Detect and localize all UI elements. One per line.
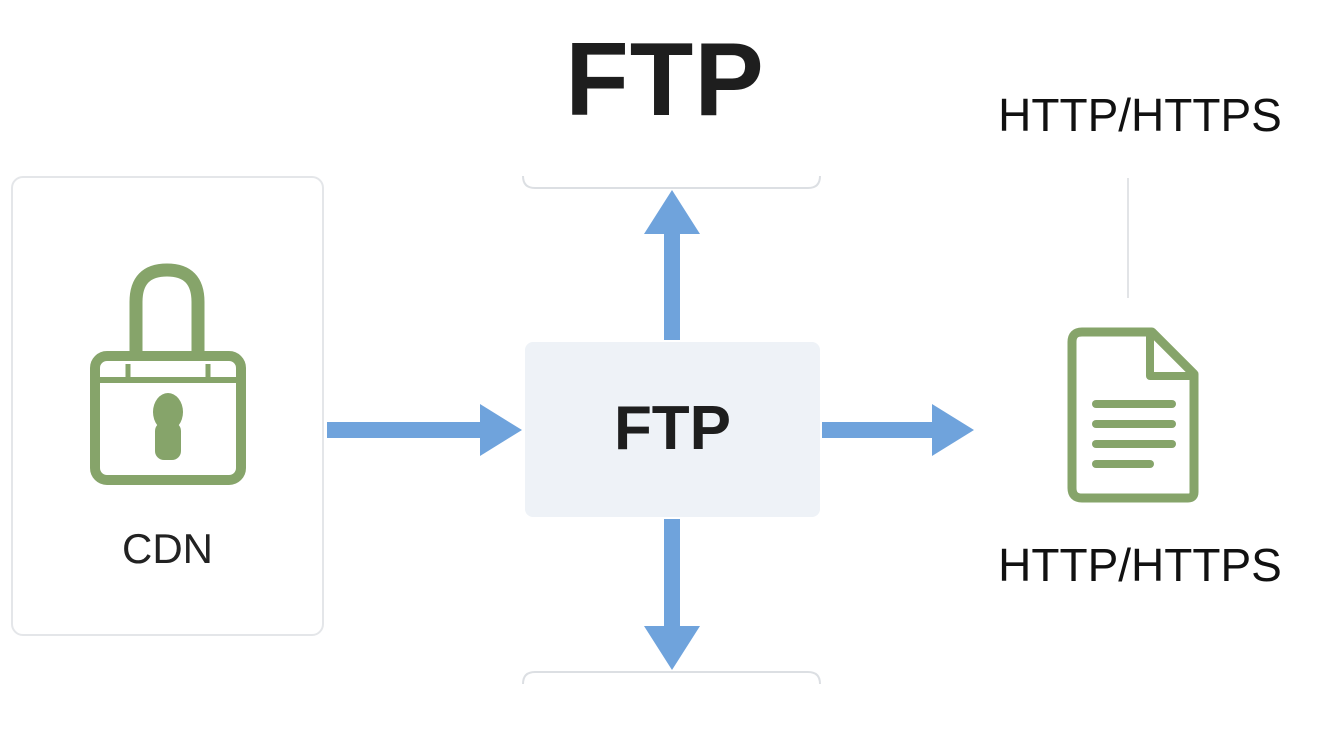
- top-bracket: [522, 175, 821, 189]
- document-icon: [1067, 327, 1199, 503]
- ftp-box-label: FTP: [613, 394, 732, 463]
- arrow-center-up: [644, 190, 700, 340]
- http-https-label-top: HTTP/HTTPS: [998, 89, 1282, 141]
- diagram-title: FTP: [565, 22, 765, 138]
- http-https-label-bottom: HTTP/HTTPS: [998, 539, 1282, 591]
- bottom-bracket: [522, 671, 821, 685]
- cdn-card: [11, 176, 324, 636]
- ftp-box: [525, 342, 820, 517]
- arrow-center-to-right: [822, 404, 974, 456]
- arrow-left-to-center: [327, 404, 522, 456]
- cdn-label: CDN: [122, 525, 213, 572]
- arrow-center-down: [644, 519, 700, 670]
- lock-icon: [90, 263, 246, 485]
